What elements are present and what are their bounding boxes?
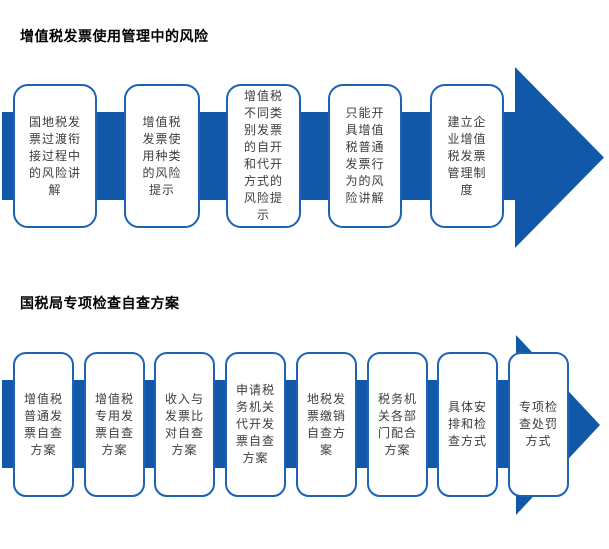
step-box: 收入与 发票比 对自查 方案	[154, 352, 215, 497]
step-box: 具体安 排和检 查方式	[437, 352, 498, 497]
step-box: 增值税 普通发 票自查 方案	[13, 352, 74, 497]
section-title-self-check-plan: 国税局专项检查自查方案	[20, 295, 180, 311]
step-box: 增值税 专用发 票自查 方案	[84, 352, 145, 497]
arrow-head-icon	[515, 67, 604, 248]
step-box: 只能开 具增值 税普通 发票行 为的风 险讲解	[328, 84, 402, 228]
step-box: 申请税 务机关 代开发 票自查 方案	[225, 352, 286, 497]
step-box: 建立企 业增值 税发票 管理制 度	[430, 84, 504, 228]
step-box: 增值税 发票使 用种类 的风险 提示	[124, 84, 200, 228]
step-box: 专项检 查处罚 方式	[508, 352, 569, 497]
step-box: 国地税发 票过渡衔 接过程中 的风险讲 解	[13, 84, 97, 228]
section-title-vat-risks: 增值税发票使用管理中的风险	[20, 28, 209, 44]
step-box: 税务机 关各部 门配合 方案	[367, 352, 428, 497]
step-box: 增值税 不同类 别发票 的自开 和代开 方式的 风险提 示	[226, 84, 301, 228]
step-box: 地税发 票缴销 自查方 案	[296, 352, 357, 497]
